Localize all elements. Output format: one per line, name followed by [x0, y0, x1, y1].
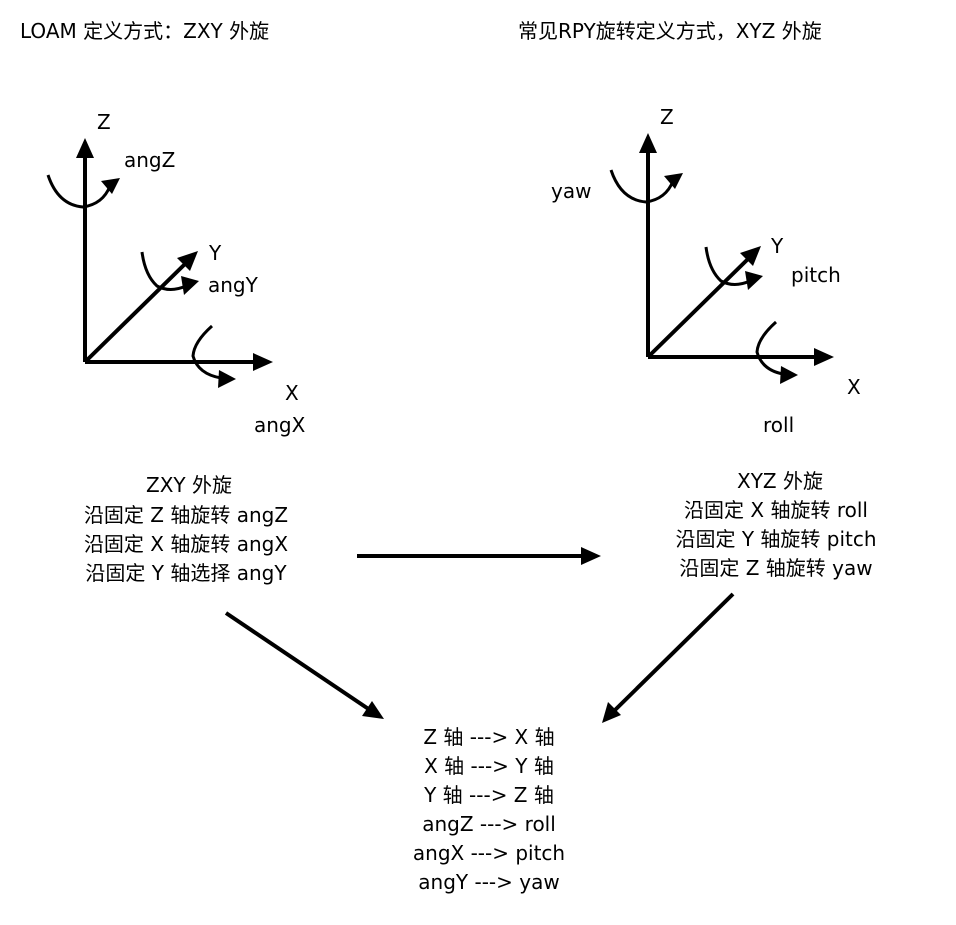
left-to-mapping-arrow [224, 611, 384, 719]
left-y-label: Y [208, 241, 222, 265]
right-y-axis [646, 246, 761, 359]
right-block-line: 沿固定 Z 轴旋转 yaw [679, 556, 872, 580]
right-block-line: 沿固定 X 轴旋转 roll [684, 498, 868, 522]
right-x-label: X [847, 375, 861, 399]
right-description-block: XYZ 外旋 沿固定 X 轴旋转 roll 沿固定 Y 轴旋转 pitch 沿固… [675, 469, 876, 580]
right-yaw-label: yaw [551, 179, 591, 203]
left-x-axis [85, 353, 273, 371]
right-block-line: 沿固定 Y 轴旋转 pitch [675, 527, 876, 551]
right-roll-rotation-arrow [755, 320, 798, 384]
mapping-line: Z 轴 ---> X 轴 [423, 725, 554, 749]
right-block-line: XYZ 外旋 [737, 469, 823, 493]
left-block-line: ZXY 外旋 [146, 473, 232, 497]
left-angz-label: angZ [124, 148, 175, 172]
left-z-rotation-arrow [46, 174, 120, 209]
left-z-label: Z [97, 110, 111, 134]
right-pitch-label: pitch [791, 263, 841, 287]
left-block-line: 沿固定 X 轴旋转 angX [84, 532, 288, 556]
right-to-mapping-arrow [602, 592, 735, 723]
left-block-line: 沿固定 Z 轴旋转 angZ [84, 503, 288, 527]
mapping-line: Y 轴 ---> Z 轴 [423, 783, 554, 807]
right-title: 常见RPY旋转定义方式，XYZ 外旋 [518, 19, 822, 43]
left-x-label: X [285, 381, 299, 405]
mapping-line: angY ---> yaw [418, 870, 559, 894]
left-description-block: ZXY 外旋 沿固定 Z 轴旋转 angZ 沿固定 X 轴旋转 angX 沿固定… [84, 473, 288, 585]
left-title: LOAM 定义方式：ZXY 外旋 [20, 19, 269, 43]
right-roll-label: roll [763, 413, 794, 437]
left-angy-label: angY [208, 273, 259, 297]
left-to-right-arrow [357, 547, 601, 565]
mapping-line: angX ---> pitch [413, 841, 565, 865]
right-pitch-rotation-arrow [704, 246, 763, 290]
left-angx-label: angX [254, 413, 306, 437]
left-block-line: 沿固定 Y 轴选择 angY [85, 561, 287, 585]
right-x-axis [648, 348, 834, 366]
left-y-rotation-arrow [140, 251, 199, 295]
mapping-block: Z 轴 ---> X 轴 X 轴 ---> Y 轴 Y 轴 ---> Z 轴 a… [413, 725, 565, 894]
right-yaw-rotation-arrow [609, 169, 683, 204]
right-z-axis [639, 133, 657, 357]
left-x-rotation-arrow [191, 324, 236, 388]
right-axes: Z yaw Y pitch X roll [551, 105, 861, 437]
right-y-label: Y [770, 234, 784, 258]
mapping-line: angZ ---> roll [422, 812, 556, 836]
right-z-label: Z [660, 105, 674, 129]
left-z-axis [76, 138, 94, 362]
mapping-line: X 轴 ---> Y 轴 [424, 754, 554, 778]
left-axes: Z angZ Y angY X angX [46, 110, 306, 437]
left-y-axis [83, 251, 198, 364]
